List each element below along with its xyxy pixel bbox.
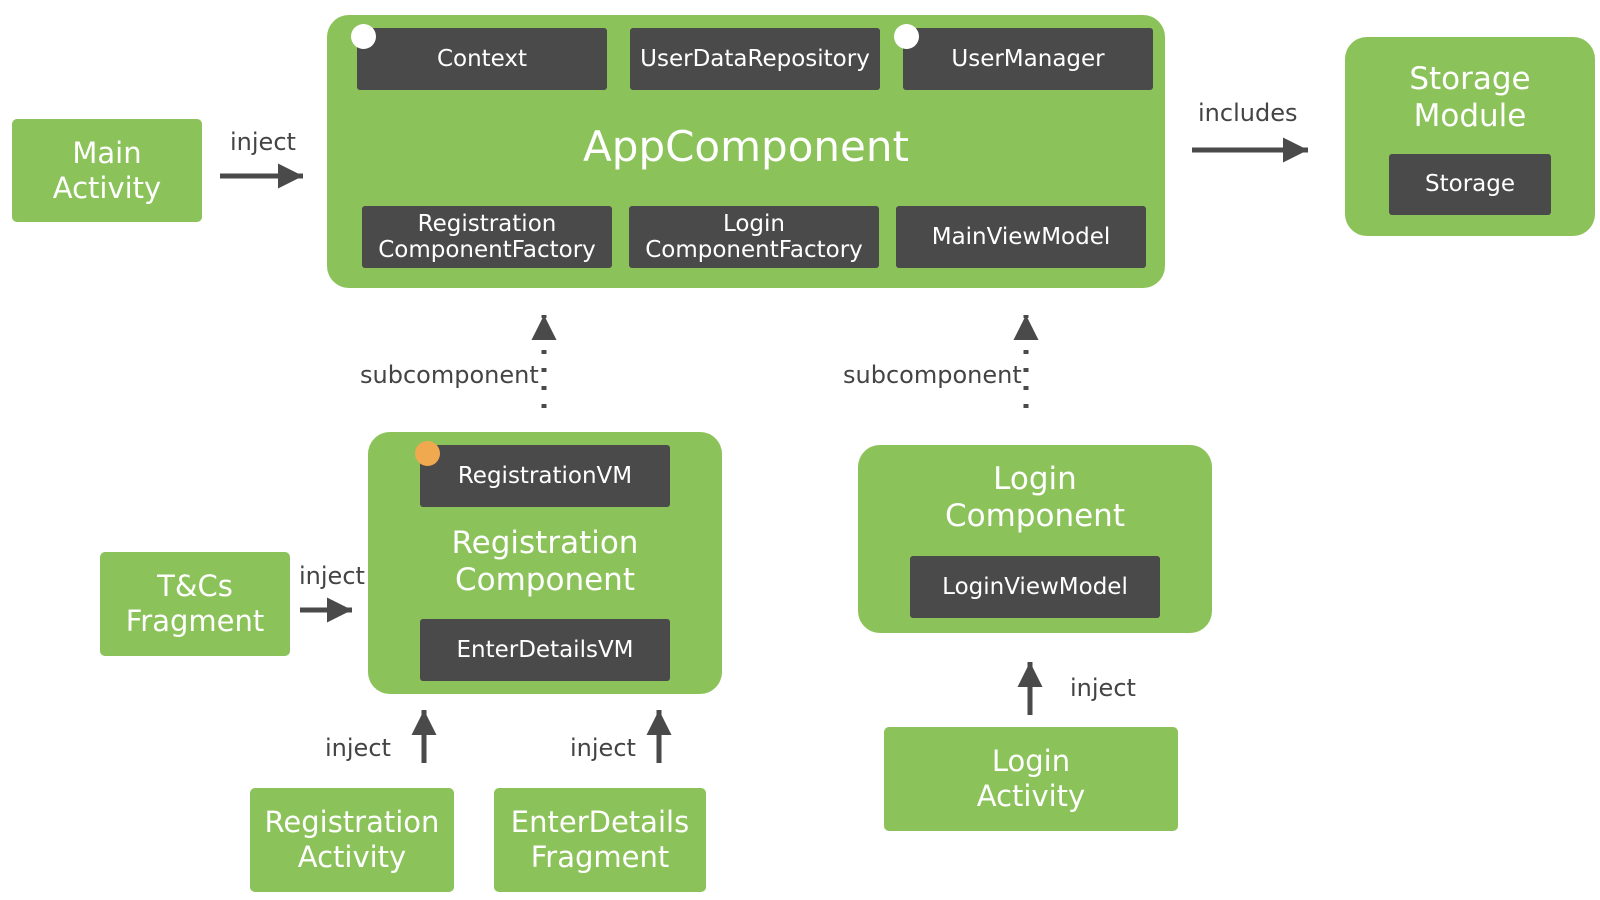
app-component-title: AppComponent — [583, 122, 909, 171]
registration-component-title: Registration Component — [451, 525, 639, 599]
storage-module-title: Storage Module — [1409, 61, 1531, 135]
user-manager-chip: UserManager — [903, 28, 1153, 90]
tcs-fragment-node: T&Cs Fragment — [100, 552, 290, 656]
registration-vm-chip: RegistrationVM — [420, 445, 670, 507]
singleton-scope-dot-context — [351, 24, 376, 49]
main-activity-node: Main Activity — [12, 119, 202, 222]
login-activity-node: Login Activity — [884, 727, 1178, 831]
inject-label-enter-details: inject — [570, 734, 636, 762]
main-view-model-chip: MainViewModel — [896, 206, 1146, 268]
storage-chip: Storage — [1389, 154, 1551, 215]
enter-details-vm-chip: EnterDetailsVM — [420, 619, 670, 681]
login-component-title: Login Component — [945, 461, 1125, 535]
context-chip: Context — [357, 28, 607, 90]
inject-label-registration-activity: inject — [325, 734, 391, 762]
activity-scope-dot-registration-vm — [415, 441, 440, 466]
inject-label-login-activity: inject — [1070, 674, 1136, 702]
subcomponent-label-registration: subcomponent — [360, 361, 539, 389]
subcomponent-label-login: subcomponent — [843, 361, 1022, 389]
user-data-repository-chip: UserDataRepository — [630, 28, 880, 90]
enter-details-fragment-node: EnterDetails Fragment — [494, 788, 706, 892]
inject-label-tcs: inject — [299, 562, 365, 590]
includes-label: includes — [1198, 99, 1298, 127]
registration-activity-node: Registration Activity — [250, 788, 454, 892]
login-component-factory-chip: Login ComponentFactory — [629, 206, 879, 268]
singleton-scope-dot-user-manager — [894, 24, 919, 49]
login-view-model-chip: LoginViewModel — [910, 556, 1160, 618]
registration-component-factory-chip: Registration ComponentFactory — [362, 206, 612, 268]
inject-label-main: inject — [230, 128, 296, 156]
